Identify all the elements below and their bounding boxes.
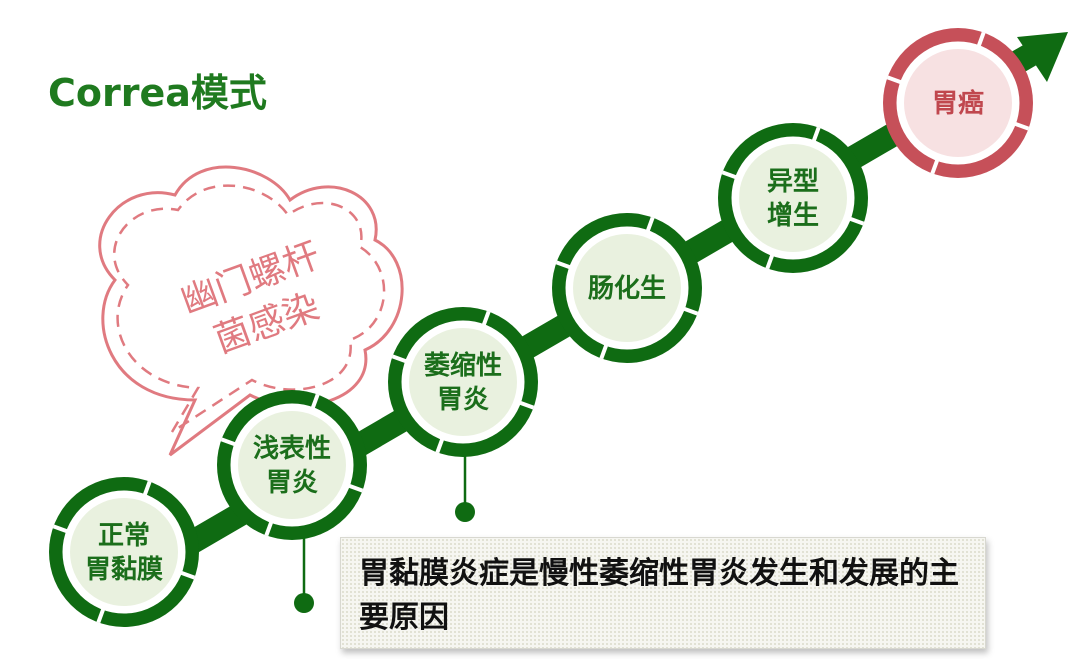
stage-inner [70,498,178,606]
stage-inner [739,144,847,252]
ring-tick [310,393,320,410]
ring-tick [555,260,572,270]
stage-label: 胃炎 [437,385,489,415]
ring-tick [435,437,445,454]
ring-tick [599,343,609,360]
ring-tick [930,158,940,175]
ring-tick [220,437,237,447]
stage-gastric-cancer: 胃癌 [883,28,1033,178]
stage-inner [238,411,346,519]
stage-intestinal-metaplasia: 肠化生 [552,213,702,363]
ring-tick [976,31,986,48]
stage-label: 正常 [98,521,150,551]
ring-tick [481,310,491,327]
stage-inner [904,49,1012,157]
stage-label: 胃黏膜 [85,555,163,585]
ring-tick [721,170,738,180]
stage-label: 异型 [767,167,819,197]
ring-tick [142,480,152,497]
ring-tick [179,570,196,580]
note-text: 胃黏膜炎症是慢性萎缩性胃炎发生和发展的主要原因 [359,556,959,635]
page-title: Correa模式 [48,71,267,115]
ring-tick [96,607,106,624]
stage-inner [409,328,517,436]
ring-tick [848,216,865,226]
ring-tick [811,126,821,143]
stage-label: 浅表性 [253,434,331,464]
stage-label: 胃炎 [266,468,318,498]
stage-label: 肠化生 [588,274,666,304]
ring-tick [347,483,364,493]
ring-tick [765,253,775,270]
ring-tick [1013,121,1030,131]
stage-atrophic-gastritis: 萎缩性胃炎 [388,307,538,457]
stage-inner [573,234,681,342]
ring-tick [52,524,69,534]
note-box: 胃黏膜炎症是慢性萎缩性胃炎发生和发展的主要原因 [340,537,986,649]
ring-tick [518,400,535,410]
stage-label: 萎缩性 [423,350,502,381]
ring-tick [886,75,903,85]
ring-tick [391,354,408,364]
stage-label: 增生 [767,200,819,231]
ring-tick [264,520,274,537]
stage-label: 胃癌 [932,88,984,119]
ring-tick [682,306,699,316]
cloud-callout: 幽门螺杆 菌感染 [98,165,404,457]
ring-tick [645,216,655,233]
